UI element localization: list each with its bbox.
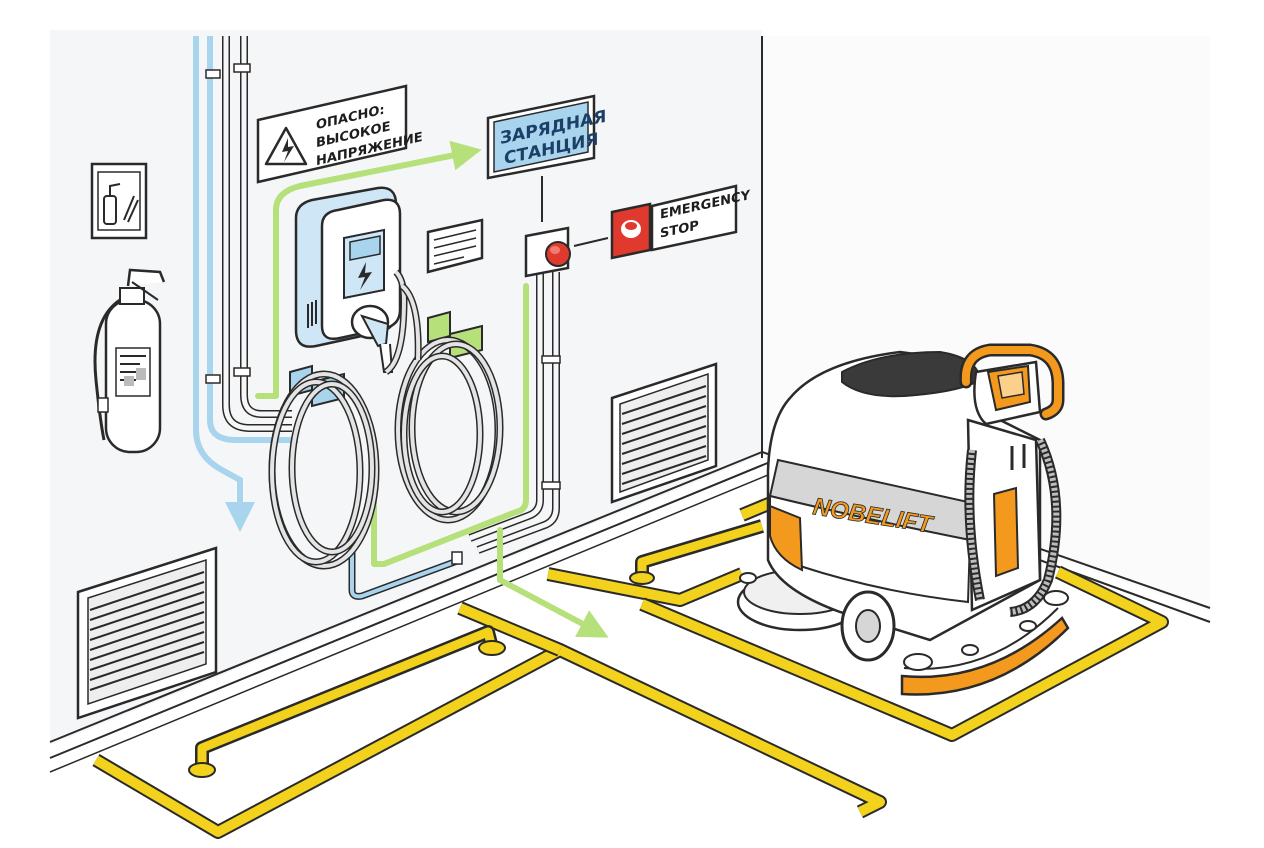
wall-charger — [294, 186, 402, 373]
floor-markings — [92, 493, 1169, 839]
squeegee — [900, 616, 1070, 696]
emergency-stop-button — [545, 241, 571, 267]
cable-coil-right — [394, 283, 504, 524]
fire-extinguisher-sign — [90, 162, 148, 240]
wall-conduits — [193, 36, 561, 600]
vent-grille-right — [610, 362, 718, 504]
emergency-stop-sign: EMERGENCY STOP — [610, 184, 750, 260]
info-plate — [426, 218, 484, 274]
lightning-icon — [282, 138, 294, 162]
vent-grille-left — [76, 546, 218, 720]
floor-scrubber-machine: NOBELIFT — [736, 343, 1070, 696]
floor-bumper-rails — [188, 519, 765, 778]
cable-coil-left — [268, 269, 408, 570]
charging-station-sign: ЗАРЯДНАЯ СТАНЦИЯ — [486, 94, 606, 222]
fire-extinguisher — [93, 268, 166, 454]
emergency-stop-box — [524, 226, 609, 278]
charging-bolt-icon — [358, 262, 372, 290]
green-route — [255, 140, 609, 638]
